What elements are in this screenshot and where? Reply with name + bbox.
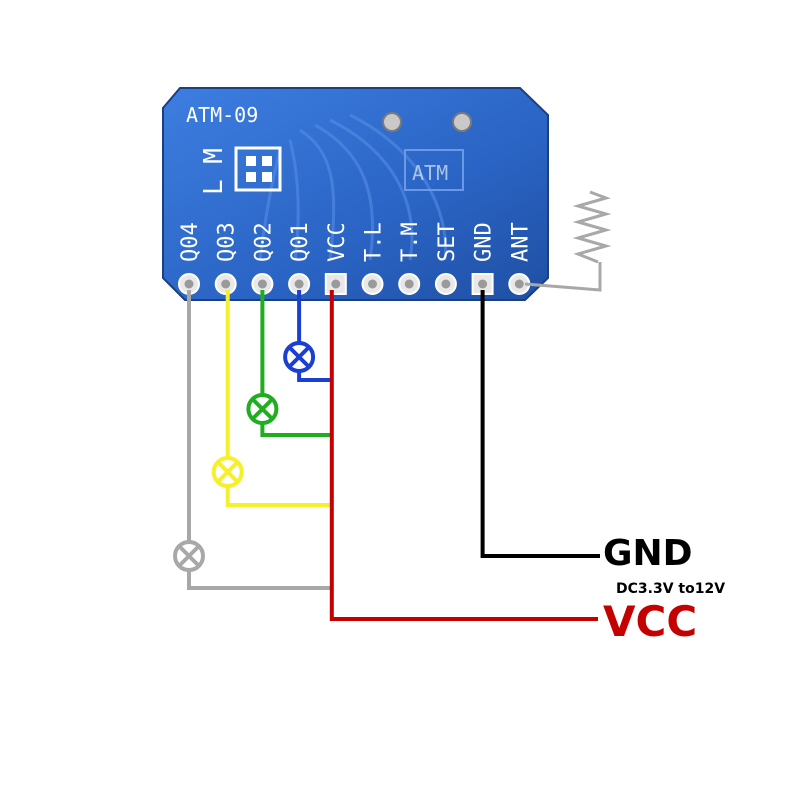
pin-hole: [331, 279, 341, 289]
pcb-pad: [382, 112, 402, 132]
jumper-pad: [246, 172, 256, 182]
lamp-icon: [211, 456, 244, 488]
pin-hole: [294, 279, 304, 289]
pin-label-set: SET: [435, 222, 460, 262]
wires: [187, 290, 600, 621]
pin-hole: [368, 279, 377, 289]
lamp-icon: [246, 393, 279, 425]
pcb-logo-text: ATM: [412, 161, 448, 185]
pin-label-q02: Q02: [251, 222, 276, 262]
voltage-range-label: DC3.3V to12V: [616, 581, 725, 597]
pin-hole: [184, 279, 194, 289]
pin-label-gnd: GND: [472, 222, 497, 262]
pin-hole: [478, 279, 488, 289]
pin-label-tm: T.M: [398, 222, 423, 262]
jumper-block: [234, 146, 282, 192]
pcb-module: ATM ATM-09 L M Q04 Q03 Q02 Q01 VCC T.L T.M SET G…: [162, 87, 549, 301]
pin-hole: [404, 279, 414, 289]
wire-gnd: [480, 290, 600, 558]
lamp-icon: [173, 540, 205, 572]
pin-hole: [257, 279, 267, 289]
lamp-icon: [283, 341, 316, 373]
jumper-pad: [262, 172, 272, 182]
pcb-logo-frame: [404, 149, 464, 191]
antenna-coil-icon: [572, 190, 612, 264]
pin-hole: [441, 279, 451, 289]
pin-header: [178, 273, 531, 295]
pin-label-q04: Q04: [178, 222, 203, 262]
wire-vcc: [329, 290, 598, 621]
gnd-label: GND: [603, 533, 693, 574]
board-marking: L M: [199, 148, 229, 195]
antenna: [524, 190, 612, 292]
pin-label-ant: ANT: [508, 222, 533, 262]
jumper-pad: [262, 156, 272, 166]
pin-hole: [221, 279, 231, 289]
pin-label-tl: T.L: [362, 222, 387, 262]
module-model: ATM-09: [186, 103, 258, 127]
pin-hole: [514, 279, 524, 289]
pcb-board: [162, 87, 549, 301]
pin-label-q01: Q01: [288, 222, 313, 262]
lamps: [173, 341, 316, 572]
pcb-traces: [258, 113, 448, 261]
pin-label-vcc: VCC: [325, 222, 350, 262]
vcc-label: VCC: [603, 597, 697, 646]
pcb-pad: [452, 112, 472, 132]
pin-label-q03: Q03: [215, 222, 240, 262]
pin-labels: Q04 Q03 Q02 Q01 VCC T.L T.M SET GND ANT: [178, 222, 533, 262]
jumper-pad: [246, 156, 256, 166]
